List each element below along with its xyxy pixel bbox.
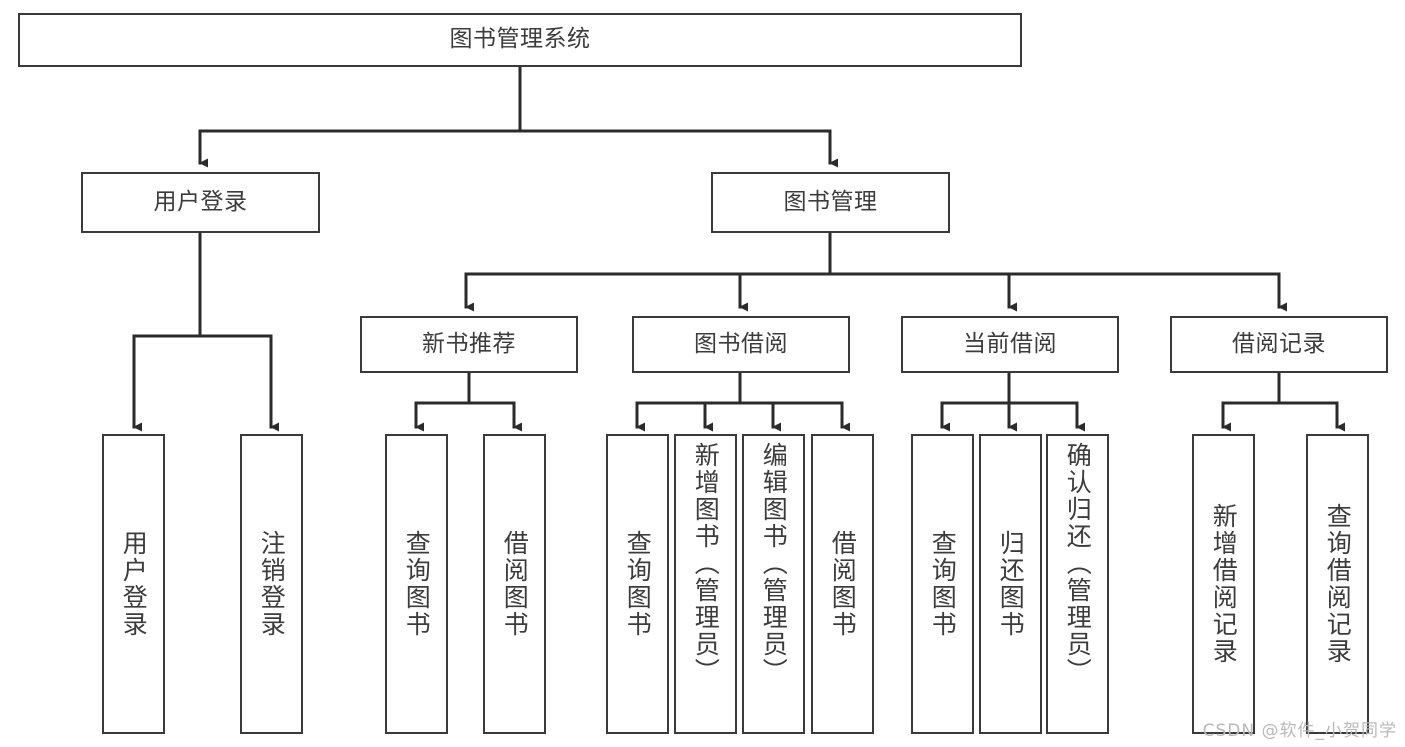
node-label: 注销登录 [257,530,287,638]
node-label: 编辑图书（管理员） [759,442,789,685]
leaf-query-books-recommendation[interactable]: 查询图书 [385,434,448,734]
node-label: 查询图书 [928,530,958,638]
node-label: 新增借阅记录 [1209,503,1239,665]
leaf-return-books[interactable]: 归还图书 [979,434,1042,734]
node-label: 查询图书 [623,530,653,638]
leaf-add-borrowing-record[interactable]: 新增借阅记录 [1192,434,1255,734]
node-current-borrowing[interactable]: 当前借阅 [901,316,1119,373]
leaf-edit-book-admin[interactable]: 编辑图书（管理员） [742,434,805,734]
node-label: 借阅图书 [828,530,858,638]
node-label: 图书管理 [783,188,878,215]
node-label: 查询图书 [402,530,432,638]
node-label: 归还图书 [996,530,1026,638]
node-label: 当前借阅 [963,330,1057,357]
node-label: 新增图书（管理员） [691,442,721,685]
node-label: 用户登录 [153,188,248,215]
node-new-book-recommendation[interactable]: 新书推荐 [360,316,578,373]
node-user-login[interactable]: 用户登录 [81,172,320,233]
node-book-management[interactable]: 图书管理 [711,172,950,233]
node-book-borrowing[interactable]: 图书借阅 [632,316,850,373]
leaf-add-book-admin[interactable]: 新增图书（管理员） [674,434,737,734]
node-label: 借阅记录 [1232,330,1326,357]
leaf-query-books-borrowing[interactable]: 查询图书 [606,434,669,734]
node-label: 图书管理系统 [449,26,591,53]
node-label: 图书借阅 [694,330,788,357]
leaf-query-books-current[interactable]: 查询图书 [911,434,974,734]
node-label: 借阅图书 [500,530,530,638]
node-label: 查询借阅记录 [1323,503,1353,665]
node-label: 确认归还（管理员） [1063,442,1093,685]
leaf-borrow-books-recommendation[interactable]: 借阅图书 [483,434,546,734]
leaf-logout[interactable]: 注销登录 [240,434,303,734]
node-root-library-management-system[interactable]: 图书管理系统 [18,13,1022,67]
node-borrowing-records[interactable]: 借阅记录 [1170,316,1388,373]
leaf-confirm-return-admin[interactable]: 确认归还（管理员） [1046,434,1109,734]
leaf-borrow-books-borrowing[interactable]: 借阅图书 [811,434,874,734]
node-label: 新书推荐 [422,330,516,357]
leaf-query-borrowing-record[interactable]: 查询借阅记录 [1306,434,1369,734]
leaf-user-login[interactable]: 用户登录 [102,434,165,734]
node-label: 用户登录 [119,530,149,638]
